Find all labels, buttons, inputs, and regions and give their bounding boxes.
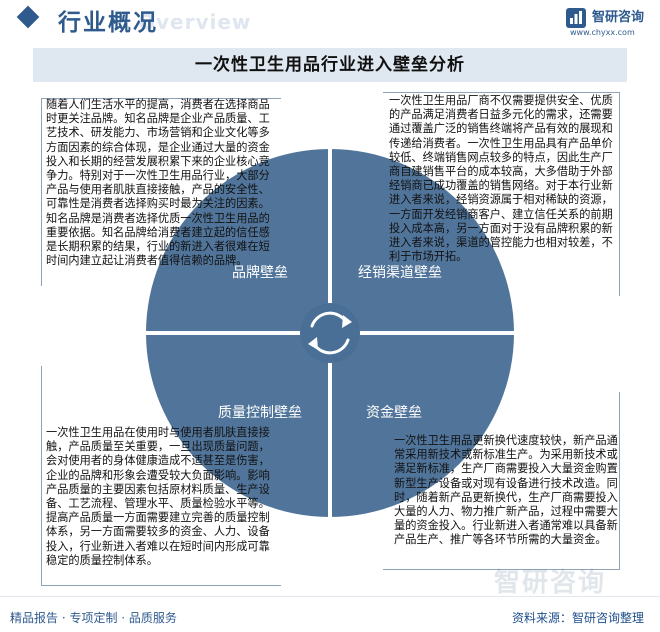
page-header: Overview 行业概况 智研咨询 www.chyxx.com [0, 0, 660, 38]
capital-barrier-label: 资金壁垒 [366, 405, 422, 421]
brand-barrier-label: 品牌壁垒 [232, 265, 288, 281]
channel-barrier-label: 经销渠道壁垒 [358, 265, 442, 281]
main-title: 一次性卫生用品行业进入壁垒分析 [33, 48, 627, 82]
logo-url: www.chyxx.com [570, 28, 635, 37]
brand-barrier-text: 随着人们生活水平的提高，消费者在选择商品时更关注品牌。知名品牌是企业产品质量、工… [46, 98, 270, 268]
footer-source: 资料来源：智研咨询整理 [512, 611, 645, 625]
quality-barrier-text: 一次性卫生用品在使用时与使用者肌肤直接接触，产品质量至关重要，一旦出现质量问题，… [46, 426, 270, 567]
logo-name: 智研咨询 [592, 10, 645, 25]
channel-barrier-text: 一次性卫生用品厂商不仅需要提供安全、优质的产品满足消费者日益多元化的需求，还需要… [389, 94, 613, 264]
capital-barrier-text: 一次性卫生用品更新换代速度较快，新产品通常采用新技术或新标准生产。为采用新技术或… [394, 434, 618, 547]
section-title: 行业概况 [58, 10, 158, 36]
quality-barrier-label: 质量控制壁垒 [218, 405, 302, 421]
header-ghost-text: Overview [138, 10, 252, 34]
logo-icon [566, 8, 586, 28]
footer-slogan: 精品报告 · 专项定制 · 品质服务 [10, 611, 177, 625]
page-footer: 精品报告 · 专项定制 · 品质服务 资料来源：智研咨询整理 [0, 596, 660, 632]
watermark: 智研咨询 [494, 568, 607, 598]
